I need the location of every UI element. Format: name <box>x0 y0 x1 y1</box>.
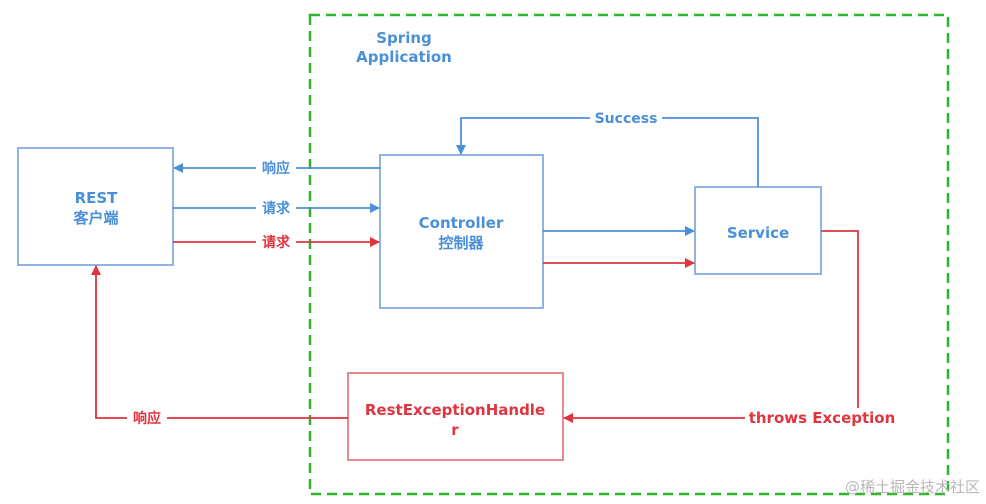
service-node: Service <box>694 186 822 275</box>
container-title-line2: Application <box>356 48 452 66</box>
throws-exception-arrow <box>563 230 859 423</box>
exception-handler-node: RestExceptionHandle r <box>347 372 564 461</box>
watermark: @稀土掘金技术社区 <box>845 478 980 496</box>
service-label: Service <box>727 224 789 242</box>
controller-node: Controller 控制器 <box>379 154 544 309</box>
client-label: REST <box>75 189 119 207</box>
container-title-line1: Spring <box>376 29 432 47</box>
request-label-blue: 请求 <box>262 200 291 217</box>
request-label-red: 请求 <box>262 234 291 251</box>
client-label-cn: 客户端 <box>72 209 118 227</box>
throws-exception-label: throws Exception <box>749 409 896 427</box>
controller-label: Controller <box>419 214 504 232</box>
handler-label-2: r <box>451 421 459 439</box>
success-label: Success <box>595 111 658 127</box>
response-label-red: 响应 <box>133 410 161 427</box>
client-node: REST 客户端 <box>17 147 174 266</box>
response-label-blue: 响应 <box>262 160 290 177</box>
handler-label: RestExceptionHandle <box>365 401 545 419</box>
response-arrow-red <box>91 265 348 419</box>
controller-label-cn: 控制器 <box>438 234 484 252</box>
